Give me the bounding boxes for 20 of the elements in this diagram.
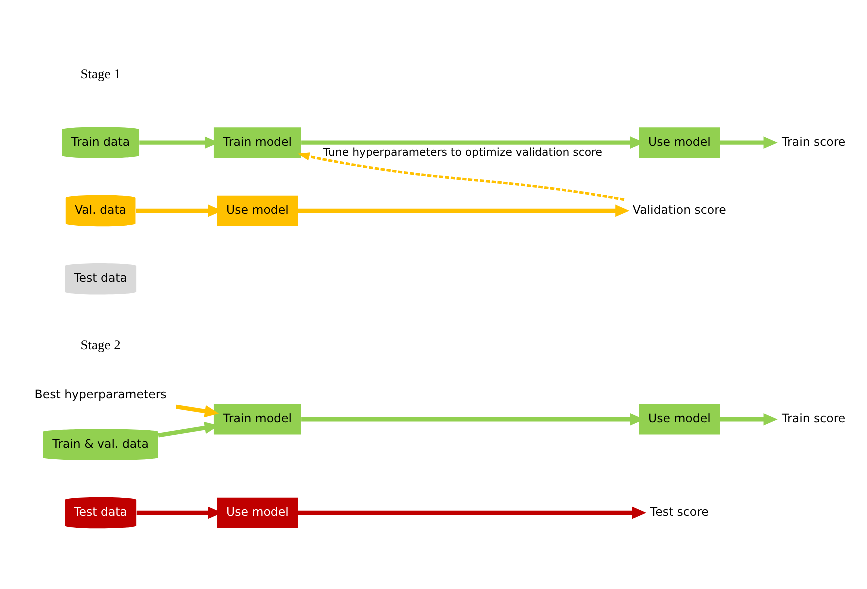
- node-text: Train score: [782, 134, 846, 149]
- arrow: [720, 136, 778, 149]
- node-text: Best hyperparameters: [34, 387, 167, 402]
- arrow: [176, 404, 220, 418]
- node-text: Train score: [782, 412, 846, 426]
- arrow: [298, 204, 630, 218]
- arrow: [720, 413, 778, 426]
- node-box: Use model: [217, 498, 298, 528]
- label: Stage 1: [80, 66, 121, 82]
- node-box: Use model: [217, 196, 298, 226]
- label: Stage 2: [80, 338, 121, 353]
- arrow: [298, 152, 625, 202]
- node-box: Use model: [639, 128, 720, 158]
- node-text: Test score: [650, 505, 709, 520]
- arrow: [298, 506, 647, 520]
- edge-label: Tune hyperparameters to optimize validation score: [324, 146, 603, 159]
- node-text: Validation score: [632, 203, 726, 218]
- node-box: Train model: [214, 404, 302, 435]
- node-box: Use model: [639, 404, 720, 435]
- node-box: Train model: [214, 128, 302, 158]
